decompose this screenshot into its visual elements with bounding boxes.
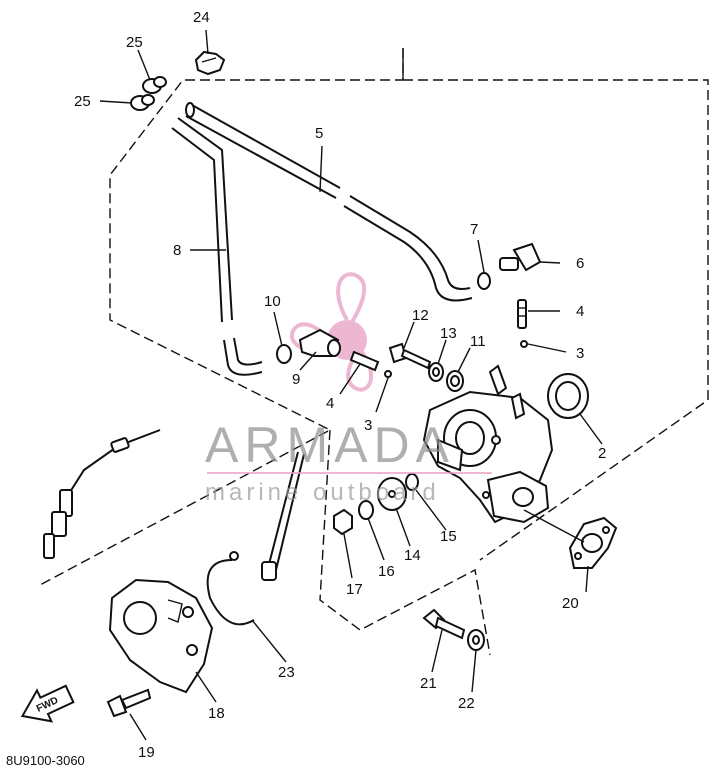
callout-12: 12 [412, 307, 429, 324]
hose-8 [171, 117, 263, 376]
joint-10 [276, 344, 292, 364]
elbow-9 [298, 328, 341, 357]
callout-22: 22 [458, 695, 475, 712]
oil-seal-2 [547, 373, 589, 419]
ball-3-right [520, 340, 528, 348]
ball-3-left [384, 370, 392, 378]
callout-25-lower: 25 [74, 93, 91, 110]
ring-7 [477, 272, 491, 290]
gear-14 [377, 477, 407, 511]
bolt-19 [106, 688, 152, 718]
watermark: ARMADA marine outboard [205, 417, 492, 506]
bolt-12 [388, 342, 432, 370]
callout-21: 21 [420, 675, 437, 692]
callout-23: 23 [278, 664, 295, 681]
callout-13: 13 [440, 325, 457, 342]
callout-7: 7 [470, 221, 478, 238]
callout-18: 18 [208, 705, 225, 722]
callout-10: 10 [264, 293, 281, 310]
callout-16: 16 [378, 563, 395, 580]
callout-3-left: 3 [364, 417, 372, 434]
grommet-25-lower [130, 94, 155, 111]
gasket-20 [568, 516, 618, 569]
callout-8: 8 [173, 242, 181, 259]
pin-4-right [517, 299, 527, 329]
callout-9: 9 [292, 371, 300, 388]
callout-5: 5 [315, 125, 323, 142]
callout-labels: 24 25 25 5 8 7 6 10 12 13 11 4 3 9 4 3 2… [74, 9, 606, 761]
callout-4-right: 4 [576, 303, 584, 320]
callout-11: 11 [470, 333, 486, 350]
watermark-tagline: marine outboard [205, 479, 440, 506]
hose-5 [185, 102, 473, 302]
fwd-arrow-icon: FWD [20, 684, 75, 723]
callout-19: 19 [138, 744, 155, 761]
bolt-21 [422, 608, 466, 640]
nut-17 [333, 508, 353, 536]
callout-15: 15 [440, 528, 457, 545]
propeller-logo [289, 272, 374, 392]
callout-24: 24 [193, 9, 210, 26]
leader-lines [99, 29, 603, 741]
watermark-brand: ARMADA [205, 417, 455, 473]
drawing-code: 8U9100-3060 [6, 753, 85, 768]
callout-14: 14 [404, 547, 421, 564]
callout-2: 2 [598, 445, 606, 462]
washer-22 [467, 629, 485, 651]
callout-17: 17 [346, 581, 363, 598]
cable-assembly [43, 429, 161, 559]
oil-pump-body [422, 364, 554, 524]
washer-11 [446, 370, 464, 392]
callout-3-right: 3 [576, 345, 584, 362]
clip-24 [194, 50, 226, 76]
link-rod-23 [206, 451, 305, 626]
washer-13 [428, 362, 444, 382]
callout-4-left: 4 [326, 395, 334, 412]
elbow-fitting-6 [499, 242, 542, 272]
pin-4-left [349, 350, 380, 372]
washer-16 [358, 500, 374, 520]
cover-18 [108, 578, 214, 694]
assembly-outline [39, 48, 709, 656]
callout-25-upper: 25 [126, 34, 143, 51]
callout-6: 6 [576, 255, 584, 272]
callout-20: 20 [562, 595, 579, 612]
grommet-25-upper [142, 76, 167, 94]
